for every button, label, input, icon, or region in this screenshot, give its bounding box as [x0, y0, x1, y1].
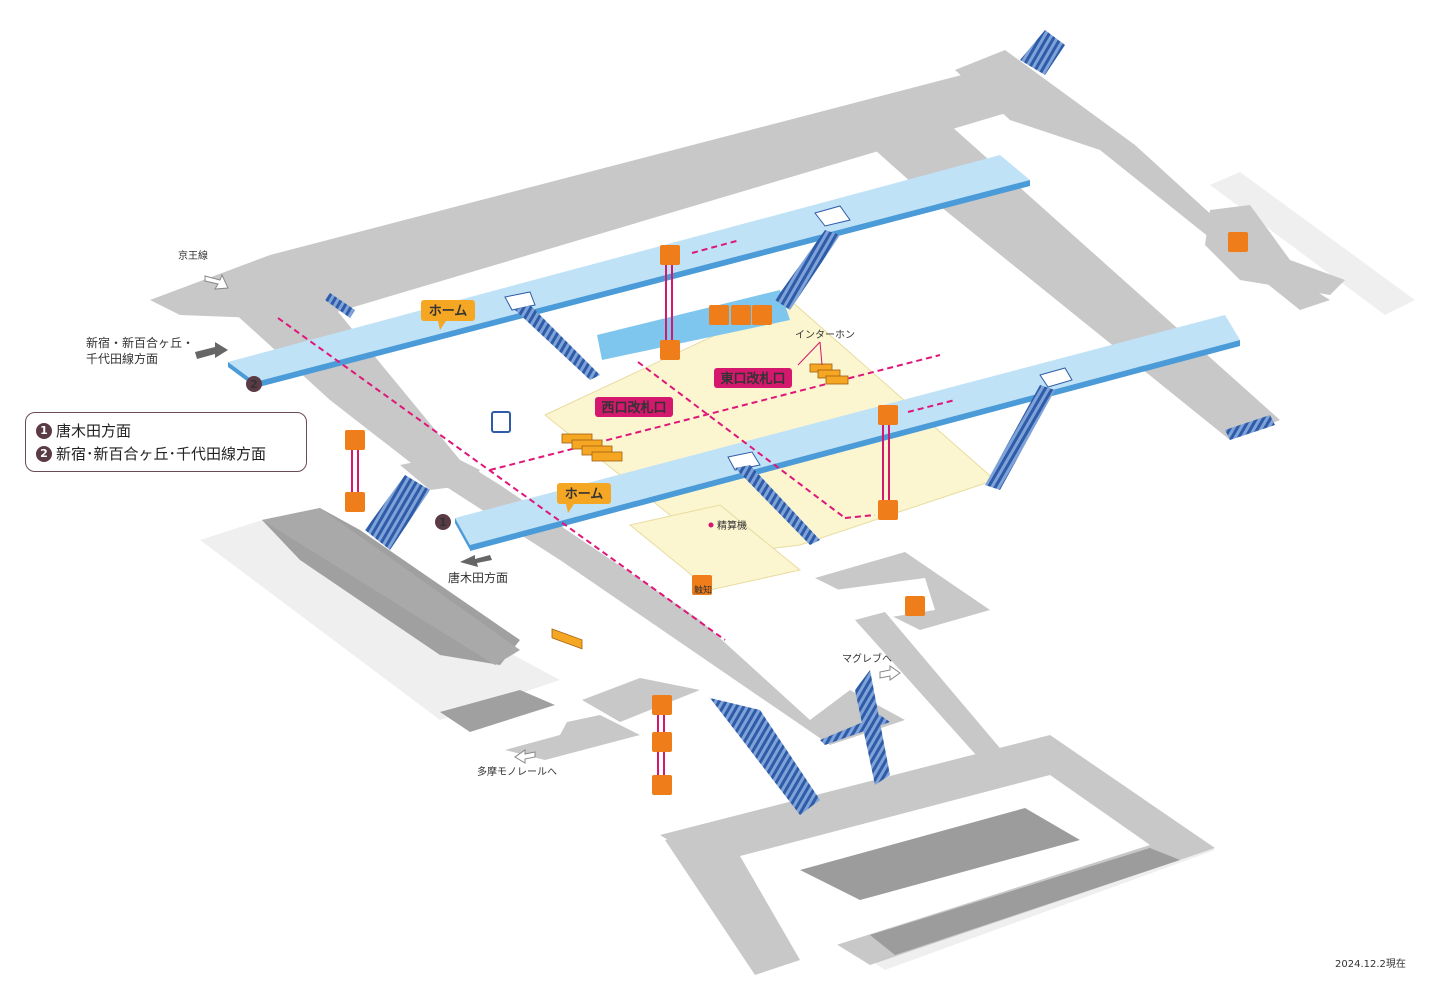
- lower-floor-right-strip: [1210, 172, 1415, 315]
- wheelchair-icon: [709, 232, 1248, 616]
- intercom-pointer: [797, 341, 821, 366]
- svg-text:西口改札口: 西口改札口: [601, 400, 666, 416]
- stair-opening: [727, 451, 761, 471]
- tactile-label: 触知: [694, 584, 712, 596]
- platform-callout-lower: ホーム: [557, 483, 611, 513]
- to-monorail-label: 多摩モノレールへ: [477, 765, 557, 778]
- to-karakida-label: 唐木田方面: [448, 570, 508, 585]
- stair-opening: [504, 291, 536, 311]
- arrow-icon: [204, 273, 229, 290]
- arrow-icon: [195, 342, 228, 359]
- legend-item-2: 2 新宿･新百合ヶ丘･千代田線方面: [36, 442, 296, 465]
- to-shinjuku-label: 新宿・新百合ヶ丘・: [86, 335, 194, 350]
- phone-icon: [491, 411, 511, 433]
- platform-number-2: 2: [246, 376, 262, 392]
- to-shinjuku-label-2: 千代田線方面: [86, 351, 158, 366]
- legend-num-2: 2: [36, 445, 52, 462]
- routes: [277, 239, 956, 641]
- elevator-shafts: [351, 265, 890, 775]
- lower-floor-left: [200, 520, 560, 720]
- elevator-icon: [345, 245, 898, 795]
- legend-item-1: 1 唐木田方面: [36, 419, 296, 442]
- fare-adjust-dot: [708, 522, 714, 528]
- stair-opening: [1039, 367, 1073, 388]
- legend-num-1: 1: [36, 422, 52, 439]
- arrow-icon: [879, 665, 901, 681]
- keio-line-label: 京王線: [178, 249, 208, 262]
- legend-text-1: 唐木田方面: [56, 422, 132, 440]
- concourse-lower: [628, 504, 802, 591]
- svg-text:東口改札口: 東口改札口: [720, 371, 785, 387]
- stair-opening: [814, 205, 851, 227]
- stairs-icon: [325, 30, 1275, 815]
- home-label: ホーム: [565, 487, 604, 502]
- intercom-label: インターホン: [795, 329, 855, 341]
- platform-callout-upper: ホーム: [421, 300, 475, 330]
- intercom-pointer: [819, 341, 823, 366]
- platform-number-1: 1: [435, 514, 451, 530]
- west-gate-label: 西口改札口: [595, 397, 673, 417]
- ticket-gate-icon: [551, 363, 849, 650]
- svg-text:2: 2: [250, 378, 258, 391]
- date-label: 2024.12.2現在: [1335, 958, 1406, 970]
- home-label: ホーム: [429, 304, 468, 319]
- east-gate-label: 東口改札口: [714, 368, 792, 388]
- restroom-icon: [731, 305, 772, 325]
- floor-corridors: [150, 50, 1345, 975]
- fare-adjust-label: 精算機: [717, 519, 747, 532]
- legend: 1 唐木田方面 2 新宿･新百合ヶ丘･千代田線方面: [25, 412, 307, 472]
- to-maglev-label: マグレブへ: [842, 652, 892, 665]
- legend-text-2: 新宿･新百合ヶ丘･千代田線方面: [56, 445, 267, 463]
- arrow-icon: [460, 555, 492, 567]
- arrow-icon: [514, 749, 536, 764]
- svg-text:1: 1: [439, 516, 447, 529]
